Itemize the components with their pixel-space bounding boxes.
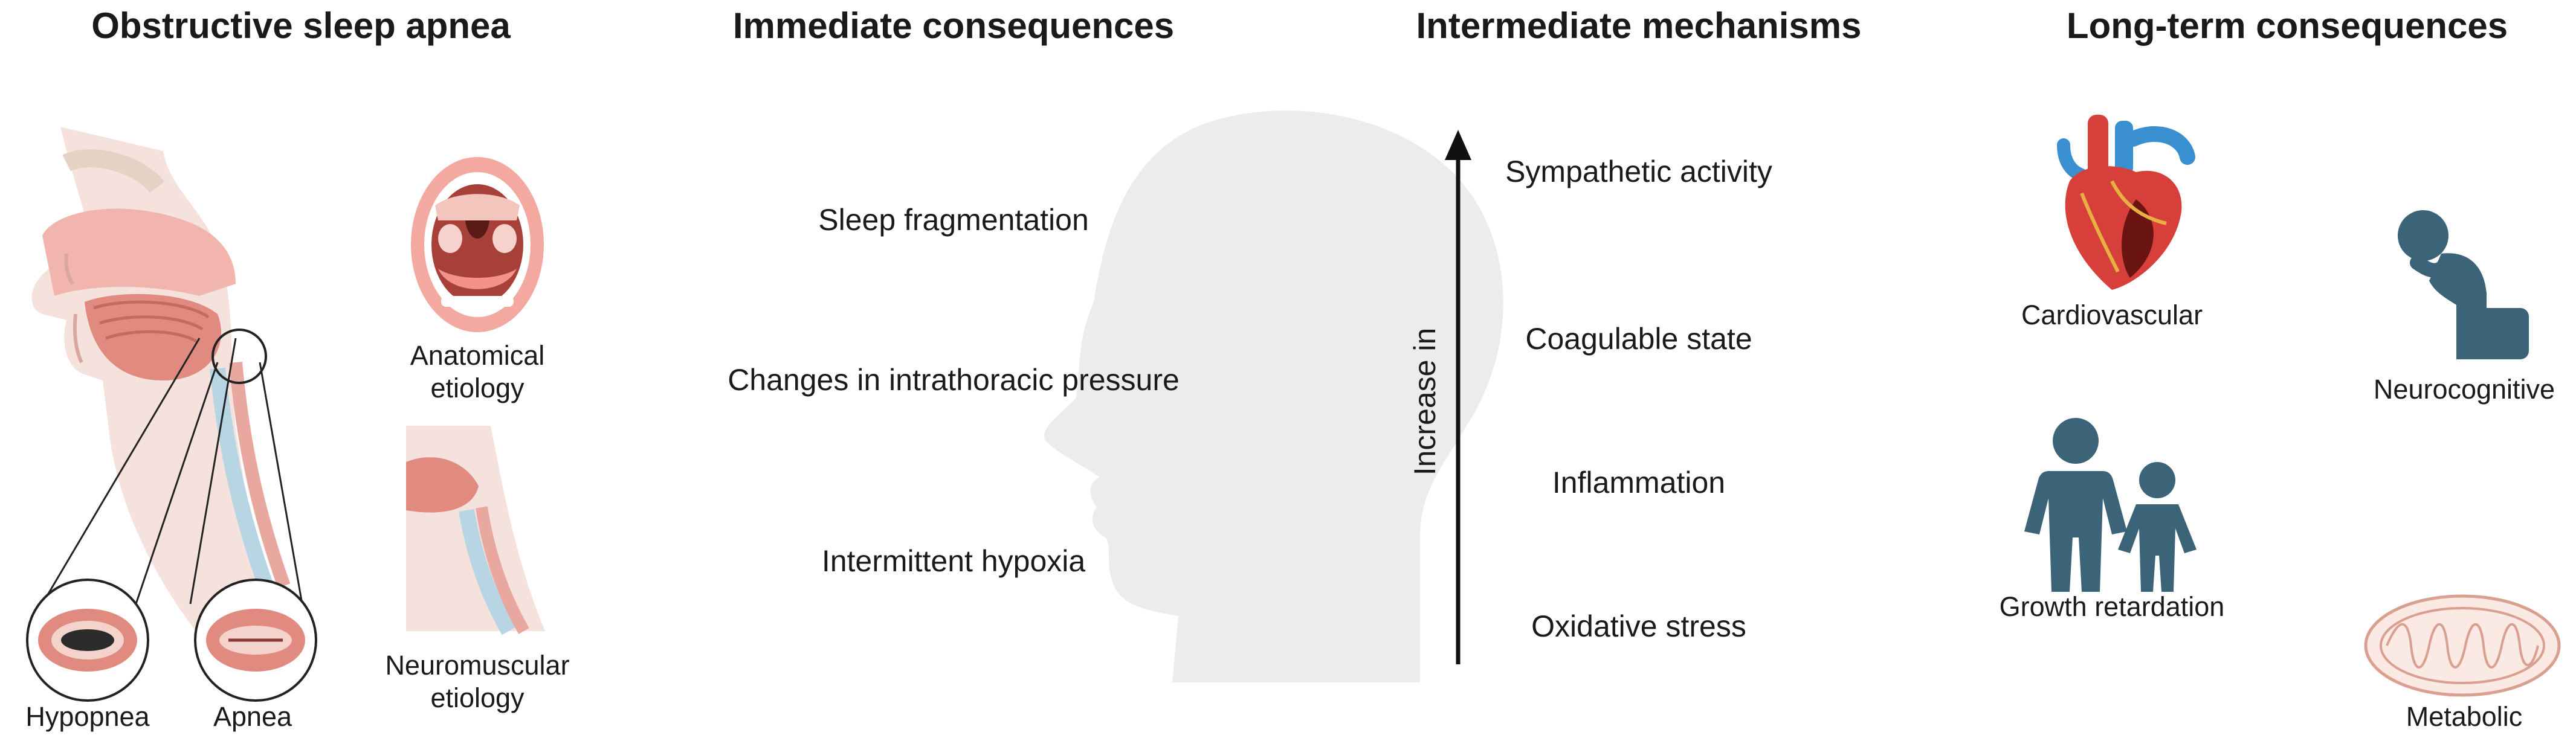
metabolic-label: Metabolic — [2406, 701, 2523, 732]
neurocognitive-label: Neurocognitive — [2373, 374, 2555, 405]
child-head-silhouette — [1044, 111, 1503, 682]
thinking-person-icon — [2398, 210, 2529, 359]
neuromuscular-label-line1: Neuromuscular — [385, 650, 570, 681]
mechanism-oxidative-stress: Oxidative stress — [1531, 609, 1746, 643]
header-longterm: Long-term consequences — [2066, 5, 2508, 46]
cardiovascular-label: Cardiovascular — [2021, 300, 2203, 330]
immediate-item-intrathoracic-pressure: Changes in intrathoracic pressure — [728, 363, 1180, 397]
hypopnea-label: Hypopnea — [25, 701, 150, 732]
mitochondrion-icon — [2364, 594, 2561, 697]
heart-icon — [2057, 115, 2195, 290]
parent-child-icon — [2024, 418, 2197, 592]
neuromuscular-airway-icon — [406, 426, 545, 635]
header-immediate: Immediate consequences — [732, 5, 1175, 46]
apnea-airway-icon — [194, 579, 317, 702]
open-mouth-icon — [411, 157, 544, 332]
neuromuscular-label-line2: etiology — [430, 682, 525, 713]
anatomical-label-line2: etiology — [430, 373, 525, 403]
anatomical-etiology-label: Anatomical etiology — [410, 339, 545, 405]
mechanism-sympathetic-activity: Sympathetic activity — [1505, 155, 1772, 188]
anatomical-label-line1: Anatomical — [410, 340, 545, 371]
zoom-lines — [41, 338, 303, 605]
airway-sagittal-illustration — [31, 127, 308, 658]
mechanism-coagulable-state: Coagulable state — [1525, 322, 1752, 356]
increase-arrow-icon — [1445, 130, 1471, 664]
growth-retardation-label: Growth retardation — [1999, 591, 2225, 622]
neuromuscular-etiology-label: Neuromuscular etiology — [385, 649, 569, 714]
apnea-label: Apnea — [213, 701, 292, 732]
immediate-item-intermittent-hypoxia: Intermittent hypoxia — [821, 544, 1086, 578]
arrow-label: Increase in — [1408, 327, 1442, 476]
header-osa: Obstructive sleep apnea — [91, 5, 511, 46]
header-intermediate: Intermediate mechanisms — [1416, 5, 1862, 46]
immediate-item-sleep-fragmentation: Sleep fragmentation — [818, 203, 1089, 237]
mechanism-inflammation: Inflammation — [1552, 466, 1726, 499]
hypopnea-airway-icon — [26, 579, 149, 702]
